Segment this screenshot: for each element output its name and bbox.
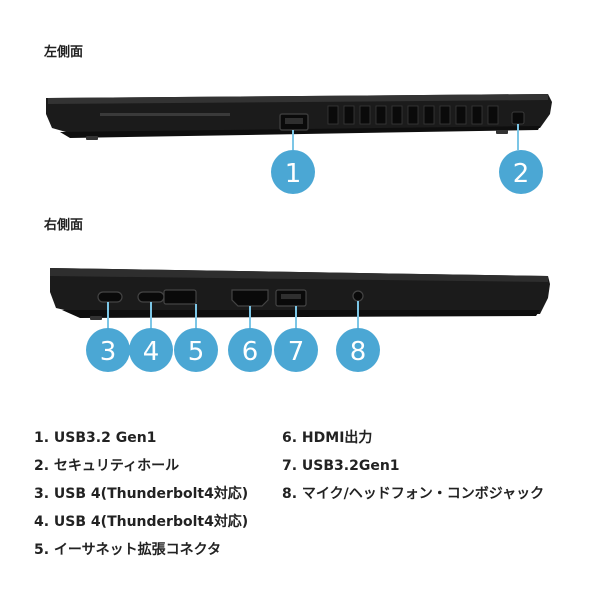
spec-item: 2. セキュリティホール [34,458,180,474]
callout-badge-4: 4 [129,328,173,372]
spec-item: 6. HDMI出力 [282,430,373,446]
audio-jack [352,290,364,302]
laptop-right-side-view: 3 4 5 6 7 8 [50,268,550,372]
security-slot [511,111,525,125]
svg-text:3: 3 [100,337,117,367]
spec-item: 4. USB 4(Thunderbolt4対応) [34,514,249,530]
callout-badge-6: 6 [228,328,272,372]
laptop-left-side-view: 1 2 [46,94,552,194]
hdmi-port [231,289,269,307]
callout-badge-1: 1 [271,150,315,194]
usb-c-port-2 [137,291,165,303]
usb-c-port-1 [97,291,123,303]
spec-item: 7. USB3.2Gen1 [282,458,400,474]
slot-line [100,113,230,116]
vent-grille [327,105,499,125]
left-side-title: 左側面 [44,45,84,60]
ethernet-extension-port [163,289,197,305]
spec-list-left: 1. USB3.2 Gen1 2. セキュリティホール 3. USB 4(Thu… [34,424,248,564]
callout-badge-2: 2 [499,150,543,194]
spec-list-right: 6. HDMI出力 7. USB3.2Gen1 8. マイク/ヘッドフォン・コン… [282,424,544,508]
callout-badge-8: 8 [336,328,380,372]
spec-item: 8. マイク/ヘッドフォン・コンボジャック [282,486,545,502]
callout-badge-7: 7 [274,328,318,372]
svg-text:6: 6 [242,337,259,367]
callout-badge-5: 5 [174,328,218,372]
spec-item: 5. イーサネット拡張コネクタ [34,542,222,558]
right-side-title: 右側面 [44,218,84,233]
svg-text:5: 5 [188,337,205,367]
callout-badge-3: 3 [86,328,130,372]
svg-text:1: 1 [285,159,302,189]
svg-text:7: 7 [288,337,305,367]
svg-text:2: 2 [513,159,530,189]
svg-text:8: 8 [350,337,367,367]
svg-text:4: 4 [143,337,160,367]
spec-item: 1. USB3.2 Gen1 [34,430,157,446]
spec-item: 3. USB 4(Thunderbolt4対応) [34,486,249,502]
